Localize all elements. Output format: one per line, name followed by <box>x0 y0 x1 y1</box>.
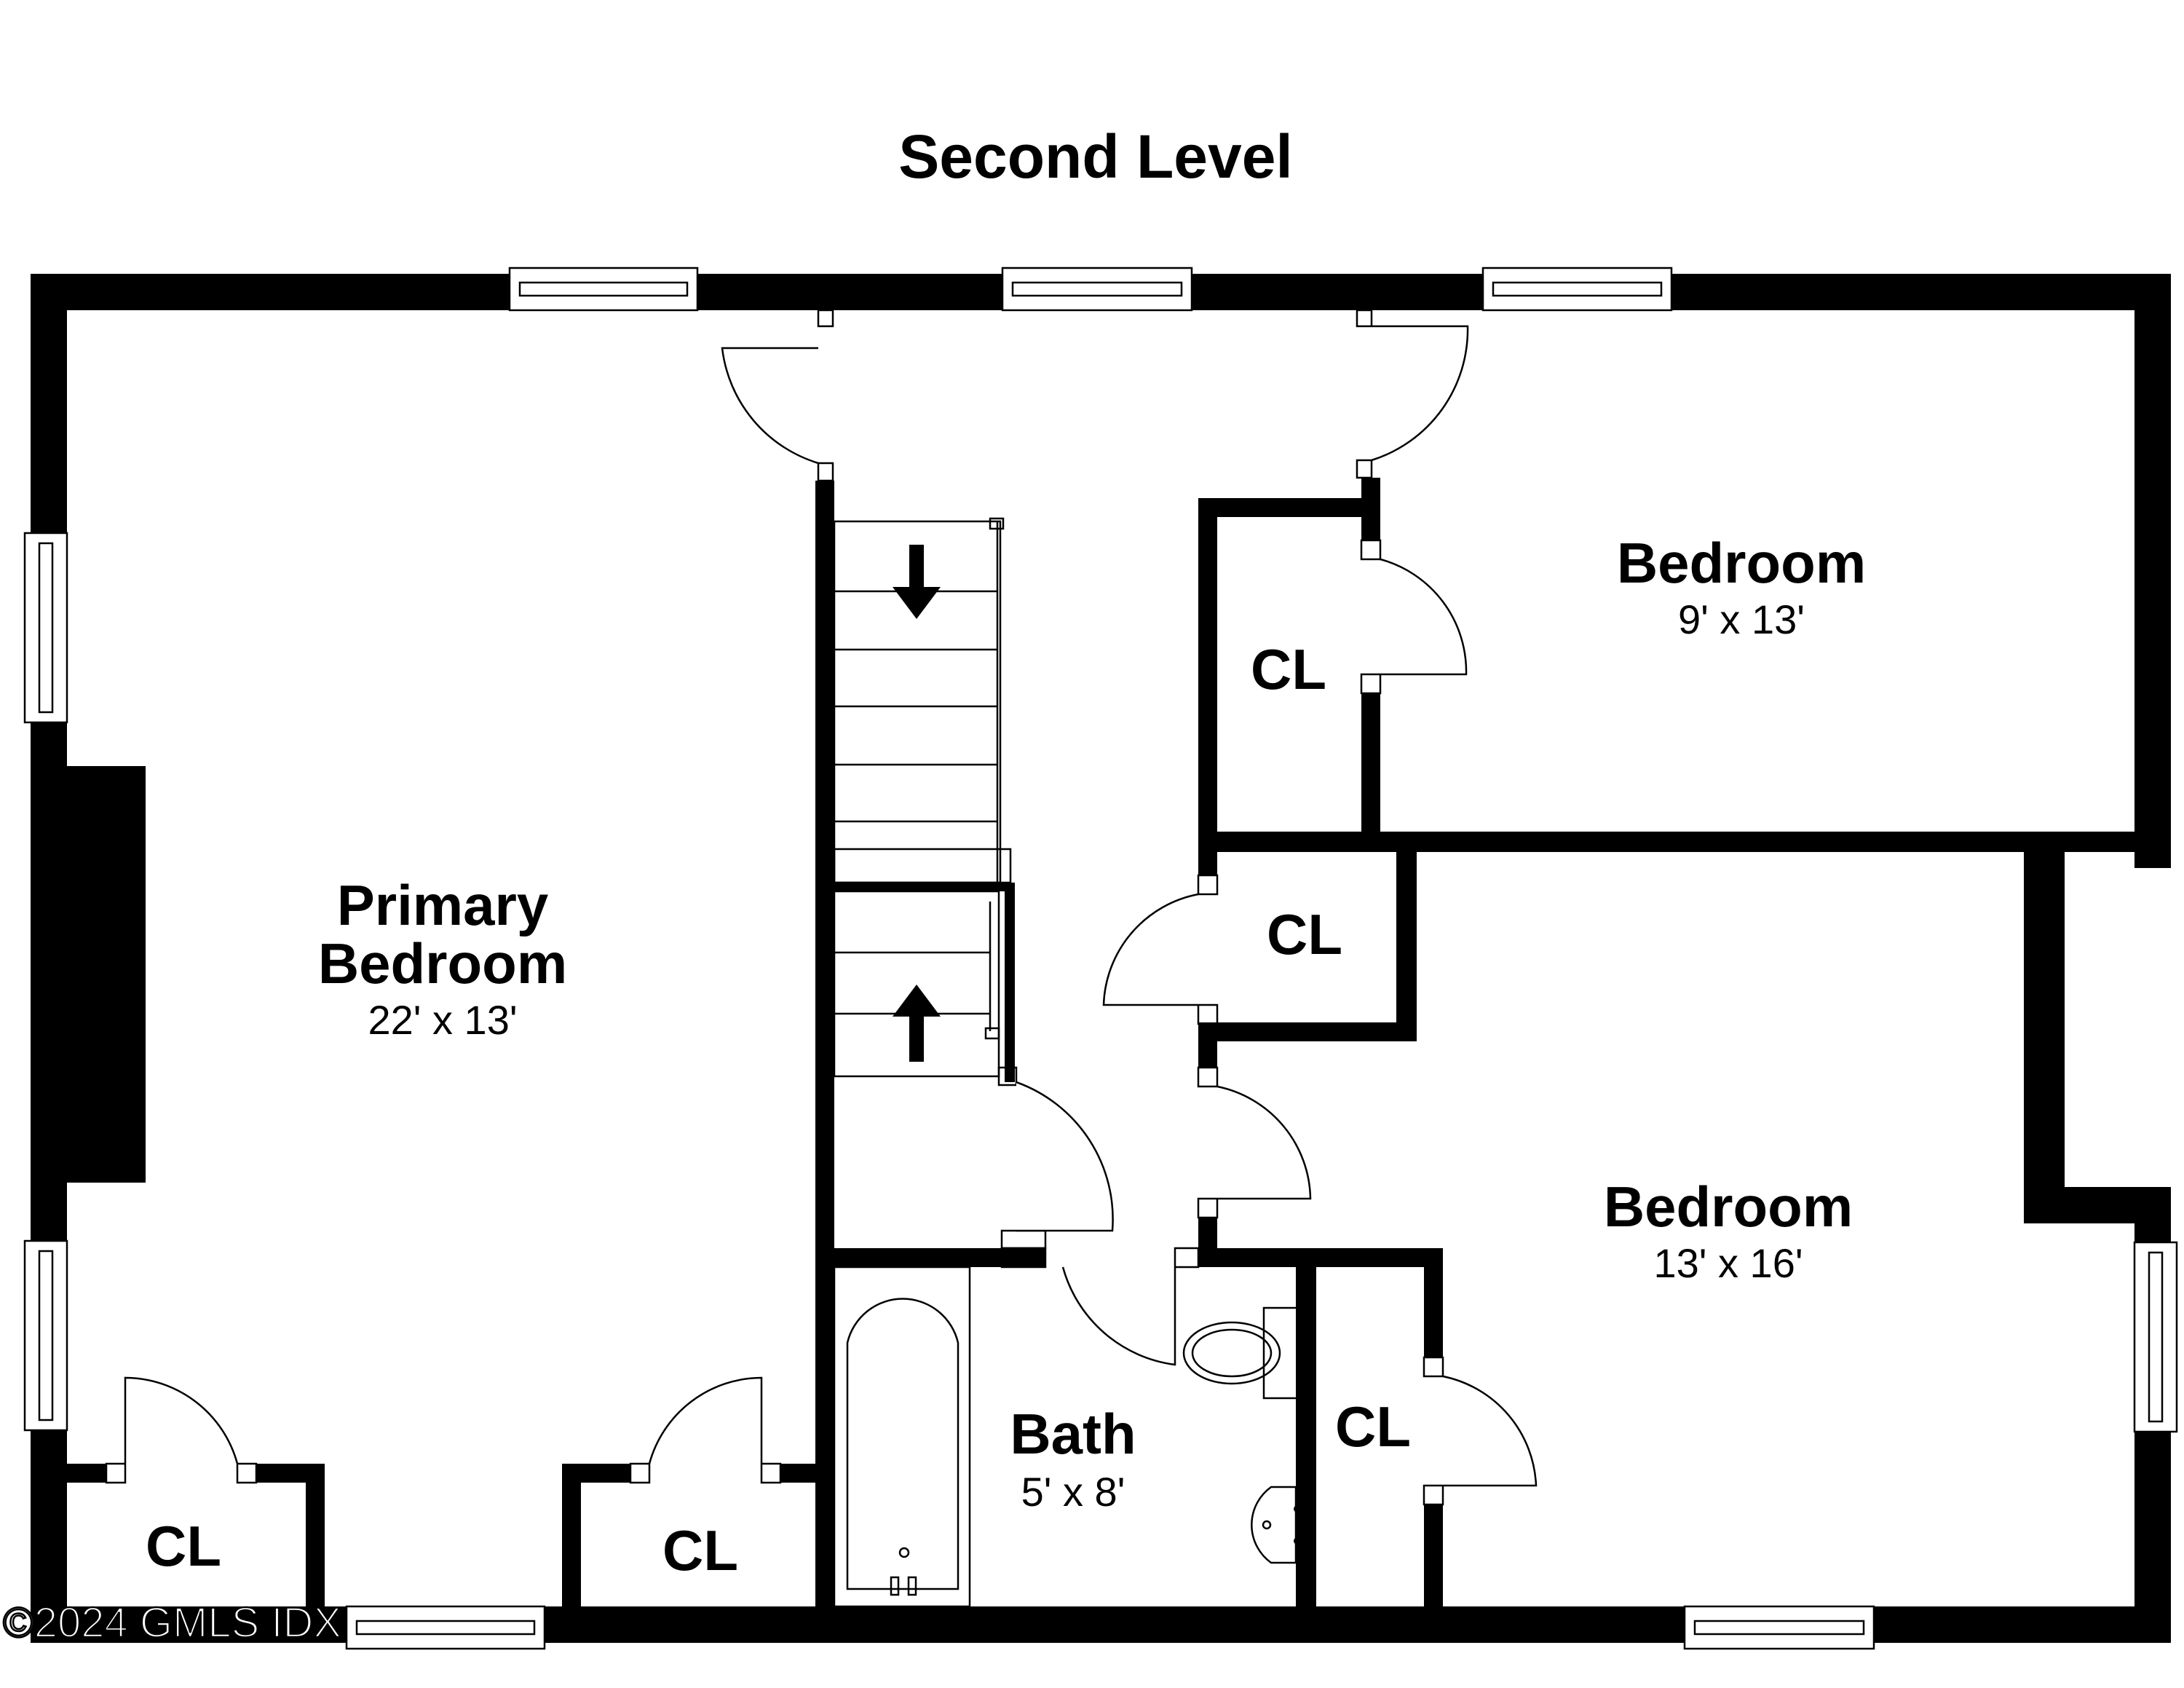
room-dimensions: 5' x 8' <box>1021 1469 1125 1515</box>
closet-label: CL <box>1335 1395 1411 1459</box>
closet-label: CL <box>1267 902 1342 966</box>
staircase <box>833 517 1012 1078</box>
stair-up-arrow-icon <box>893 985 941 1062</box>
door-swings <box>124 325 1538 1487</box>
windows <box>23 267 2178 1650</box>
room-bedroom-north: Bedroom 9' x 13' <box>1617 531 1866 642</box>
sink <box>1251 1486 1301 1564</box>
fireplace <box>31 766 146 1183</box>
room-dimensions: 22' x 13' <box>368 997 517 1043</box>
closet-label: CL <box>662 1518 738 1582</box>
closet-label: CL <box>146 1514 221 1578</box>
room-name: Bedroom <box>1617 531 1866 595</box>
interior-walls <box>67 309 2171 1643</box>
closet-label: CL <box>1251 637 1326 701</box>
room-name: Bedroom <box>1604 1175 1853 1239</box>
floor-title: Second Level <box>898 122 1293 191</box>
room-name: Primary <box>337 873 549 937</box>
exterior-walls <box>31 274 2171 1643</box>
copyright-watermark: ©2024 GMLS IDX <box>3 1599 341 1646</box>
bathtub <box>833 1266 971 1608</box>
room-bath: Bath 5' x 8' <box>1010 1402 1136 1515</box>
room-name: Bedroom <box>318 931 567 995</box>
room-dimensions: 9' x 13' <box>1678 596 1805 642</box>
room-bedroom-south: Bedroom 13' x 16' <box>1604 1175 1853 1286</box>
stair-down-arrow-icon <box>893 545 941 619</box>
toilet <box>1182 1306 1299 1400</box>
room-dimensions: 13' x 16' <box>1653 1240 1803 1286</box>
room-name: Bath <box>1010 1402 1136 1466</box>
room-primary-bedroom: Primary Bedroom 22' x 13' <box>318 873 567 1043</box>
